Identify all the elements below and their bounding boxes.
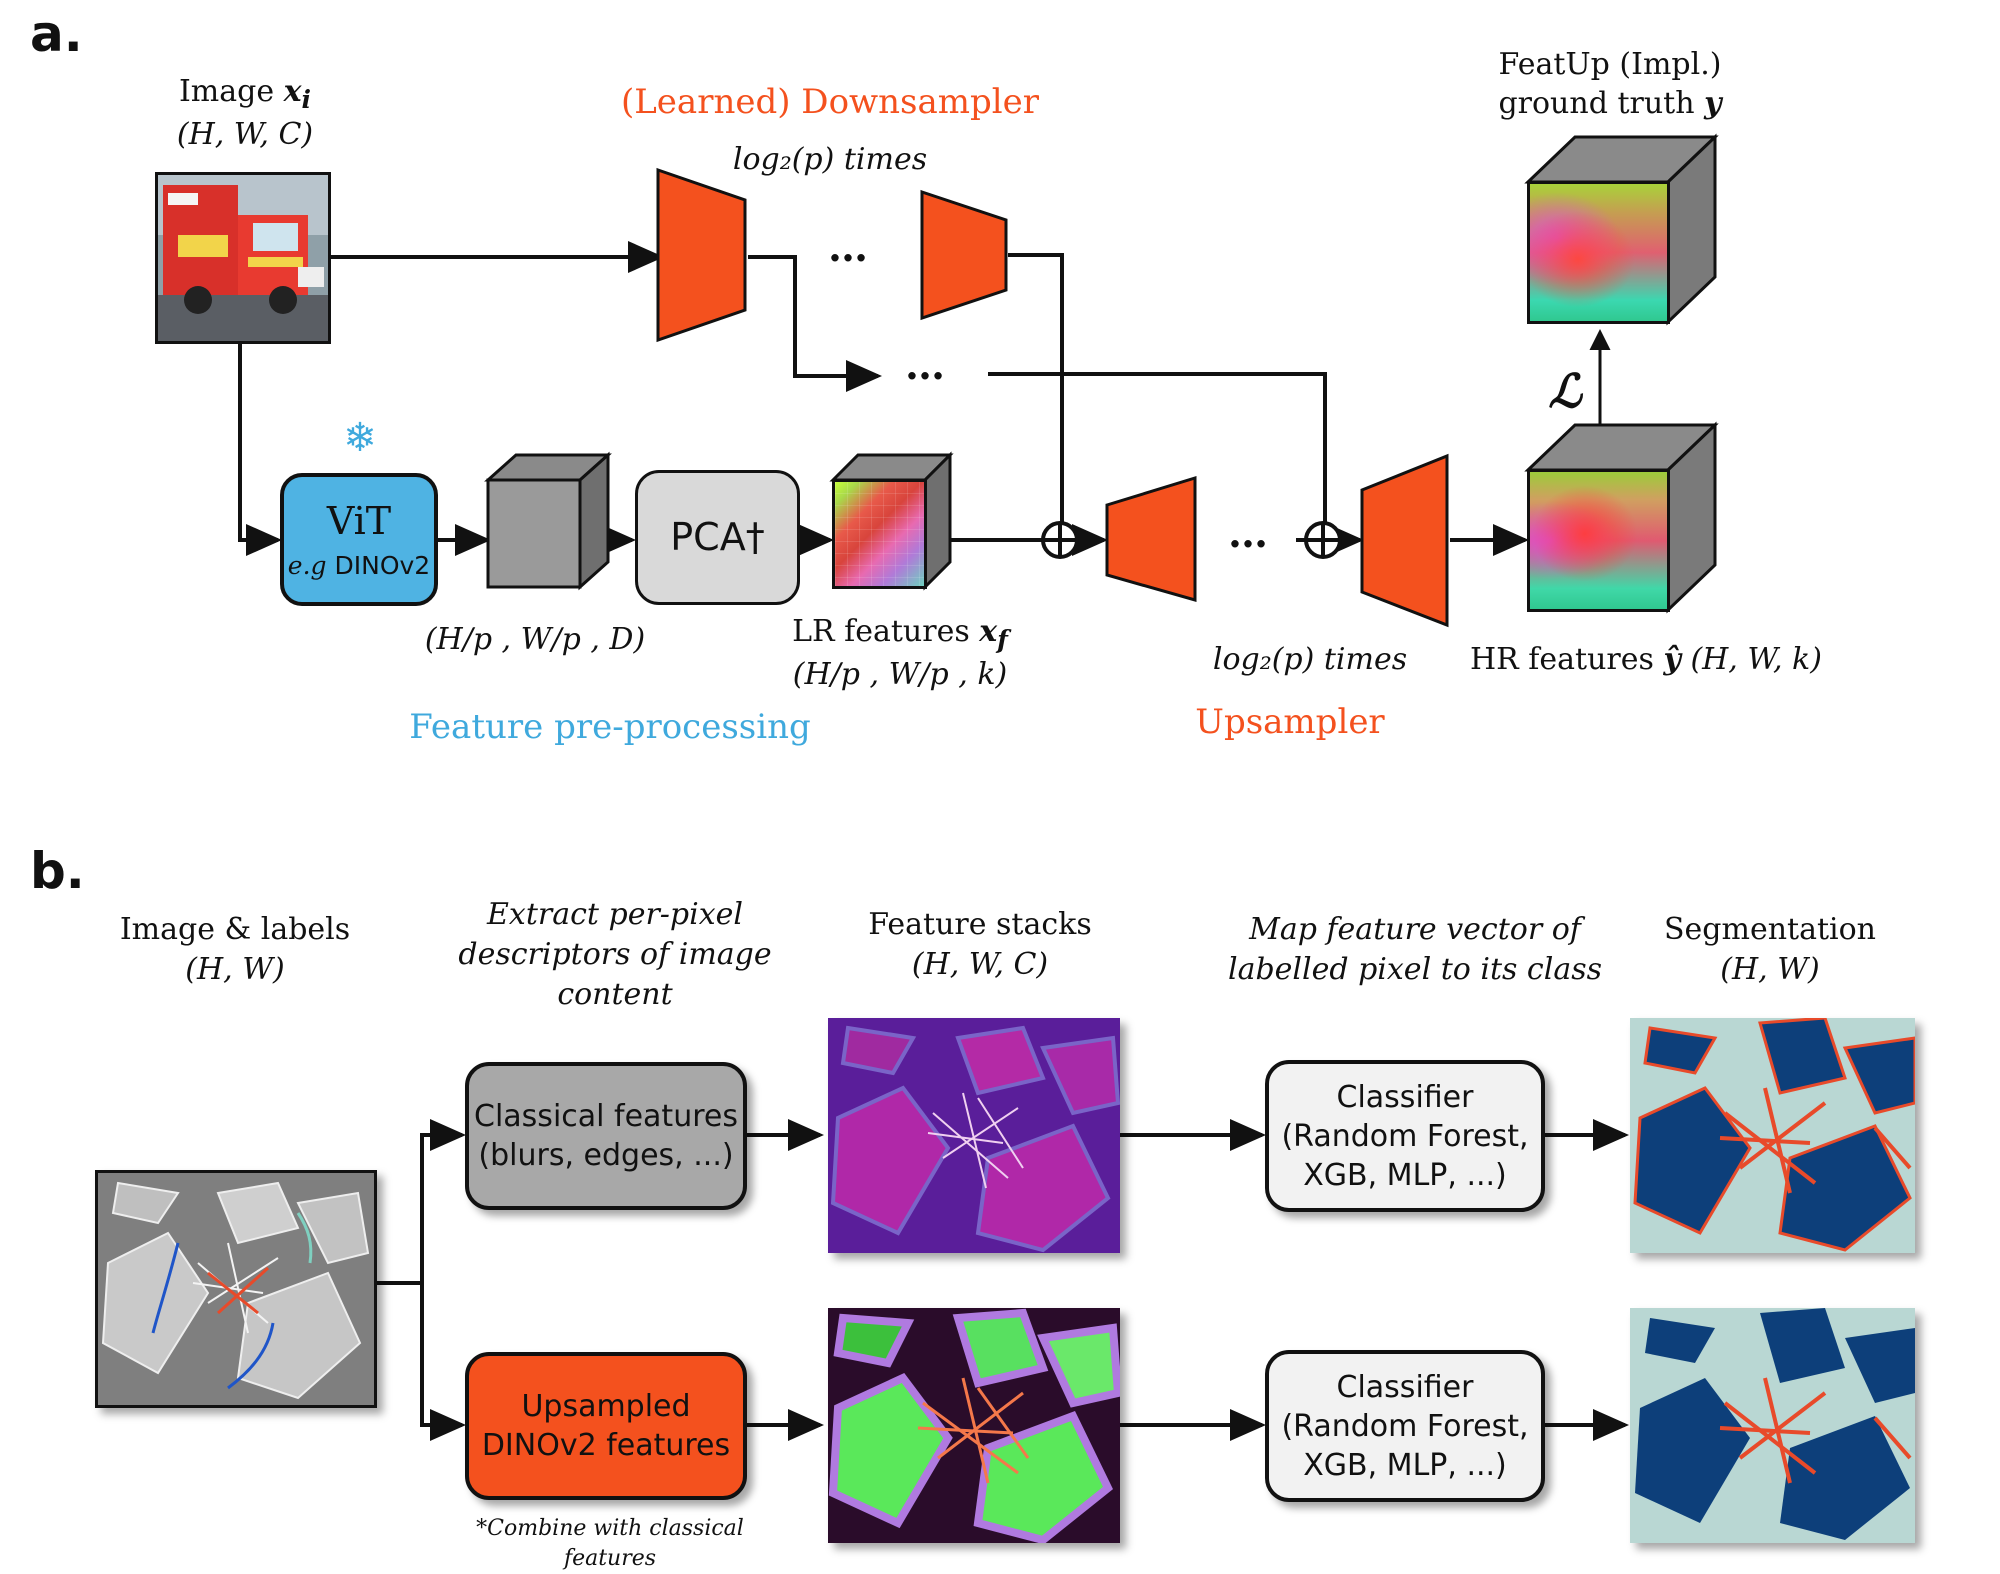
lr-feature-map: [832, 479, 927, 589]
seg-line1: Segmentation: [1663, 912, 1876, 947]
map-line1: Map feature vector of: [1249, 912, 1581, 947]
classical-features-box: Classical features (blurs, edges, ...): [465, 1062, 747, 1210]
upsampler-ellipsis: …: [1228, 510, 1268, 557]
stacks-line2: (H, W, C): [911, 947, 1049, 982]
classical-line1: Classical features: [474, 1099, 738, 1134]
arrow-branch-to-classical: [420, 1119, 466, 1283]
classifier-top-line2: (Random Forest,: [1281, 1118, 1529, 1154]
line-image-to-vit: [238, 342, 282, 556]
downsampler-block-1: [656, 167, 747, 343]
downsampler-times: log₂(p) times: [732, 142, 928, 177]
featup-label-line1: FeatUp (Impl.): [1498, 47, 1722, 82]
stacks-line1: Feature stacks: [868, 907, 1092, 942]
combine-note-line1: *Combine with classical: [476, 1516, 744, 1541]
lr-cube-side: [923, 451, 952, 591]
skip-ellipsis: …: [905, 342, 945, 389]
line-down2-to-plus1: [1008, 253, 1064, 524]
hr-feature-map: [1527, 469, 1670, 612]
lr-label-text: LR features: [792, 614, 970, 649]
arrow-branch-to-upsampled: [420, 1283, 466, 1441]
vit-sub-eg: e.g: [287, 550, 327, 580]
hr-dims: (H, W, k): [1690, 642, 1822, 677]
image-sub: i: [301, 85, 312, 114]
hr-var: ŷ: [1663, 642, 1681, 677]
classical-feature-stack: [828, 1018, 1120, 1253]
image-dims: (H, W, C): [176, 117, 314, 152]
featup-gt-text: ground truth: [1498, 86, 1695, 121]
featup-label-line2: ground truth y: [1480, 84, 1740, 123]
vit-sub: e.g DINOv2: [288, 550, 430, 583]
upsampled-features-box: Upsampled DINOv2 features: [465, 1352, 747, 1500]
extract-line2: descriptors of image: [458, 937, 772, 972]
hr-features-label: HR features ŷ (H, W, k): [1470, 640, 1822, 679]
classical-line2: (blurs, edges, ...): [478, 1138, 734, 1173]
image-label-text: Image: [178, 74, 275, 109]
segmentation-output-bottom: [1630, 1308, 1915, 1543]
downsampler-block-2: [920, 189, 1008, 321]
lr-var: x: [979, 614, 998, 649]
featup-feature-map: [1527, 181, 1670, 324]
downsampler-ellipsis: …: [828, 224, 868, 271]
downsampler-title: (Learned) Downsampler: [620, 82, 1040, 122]
classifier-box-bottom: Classifier (Random Forest, XGB, MLP, ...…: [1265, 1350, 1545, 1502]
vit-sub-model: DINOv2: [334, 550, 431, 580]
classifier-bottom-line1: Classifier: [1336, 1369, 1474, 1405]
classifier-box-top: Classifier (Random Forest, XGB, MLP, ...…: [1265, 1060, 1545, 1212]
vit-box: ViT e.g DINOv2: [280, 473, 438, 606]
img-labels-line1: Image & labels: [119, 912, 351, 947]
img-labels-line2: (H, W): [185, 952, 285, 987]
classifier-top-line3: XGB, MLP, ...): [1303, 1157, 1507, 1193]
classifier-bottom-line3: XGB, MLP, ...): [1303, 1447, 1507, 1483]
pca-box: PCA†: [635, 470, 800, 605]
lr-features-label: LR features xf: [770, 612, 1030, 657]
combine-note-line2: features: [563, 1546, 657, 1571]
panel-b-label: b.: [30, 842, 85, 900]
vit-feature-cube-side: [578, 451, 610, 591]
line-dots-to-plus2: [988, 372, 1327, 524]
featup-var: y: [1704, 86, 1722, 121]
image-var: x: [283, 74, 302, 109]
upsampler-block-2: [1360, 453, 1449, 628]
image-input-label: Image xi: [120, 72, 370, 117]
line-down1-to-dots: [748, 255, 882, 392]
input-microscopy-image: [95, 1170, 377, 1408]
dinov2-feature-stack: [828, 1308, 1120, 1543]
extract-line1: Extract per-pixel: [487, 897, 743, 932]
classifier-top-line1: Classifier: [1336, 1079, 1474, 1115]
hr-label-text: HR features: [1470, 642, 1654, 677]
seg-line2: (H, W): [1720, 952, 1820, 987]
extract-line3: content: [557, 977, 673, 1012]
vit-label: ViT: [326, 498, 392, 543]
pca-label: PCA†: [670, 514, 765, 559]
upsampler-title: Upsampler: [1195, 702, 1385, 742]
preproc-title: Feature pre-processing: [409, 707, 811, 747]
classifier-bottom-line2: (Random Forest,: [1281, 1408, 1529, 1444]
lr-sub: f: [997, 625, 1008, 654]
panel-a-label: a.: [30, 5, 83, 63]
lr-dims: (H/p , W/p , k): [792, 657, 1008, 692]
vit-dims: (H/p , W/p , D): [424, 622, 646, 657]
vit-feature-cube-front: [486, 478, 582, 589]
segmentation-output-top: [1630, 1018, 1915, 1253]
upsampler-block-1: [1105, 475, 1197, 602]
upsampler-times: log₂(p) times: [1212, 642, 1408, 677]
input-image-ambulance: [155, 172, 331, 344]
upsampled-line1: Upsampled: [521, 1389, 691, 1424]
snowflake-icon: ❄: [343, 415, 377, 461]
upsampled-line2: DINOv2 features: [481, 1428, 731, 1463]
loss-symbol: ℒ: [1548, 364, 1582, 418]
map-line2: labelled pixel to its class: [1227, 952, 1603, 987]
